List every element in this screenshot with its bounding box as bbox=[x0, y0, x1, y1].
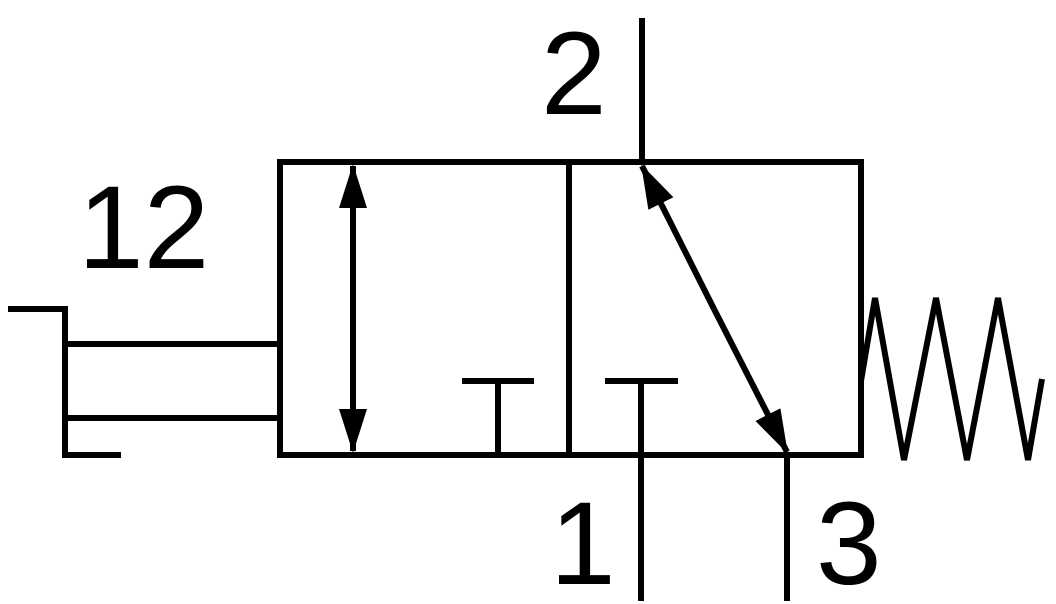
port-label-3: 3 bbox=[816, 478, 882, 604]
port-label-2: 2 bbox=[541, 8, 607, 140]
right-blocked-port bbox=[605, 378, 678, 455]
port-label-1: 1 bbox=[550, 478, 616, 604]
spring-return bbox=[858, 297, 1045, 461]
right-position bbox=[605, 164, 790, 455]
valve-body bbox=[277, 159, 864, 458]
left-position bbox=[339, 164, 534, 455]
port-label-12: 12 bbox=[78, 162, 209, 294]
right-flow-arrow-down bbox=[711, 307, 790, 454]
right-flow-arrow-up bbox=[639, 164, 717, 311]
left-actuator bbox=[8, 306, 280, 458]
left-blocked-port bbox=[462, 378, 534, 455]
